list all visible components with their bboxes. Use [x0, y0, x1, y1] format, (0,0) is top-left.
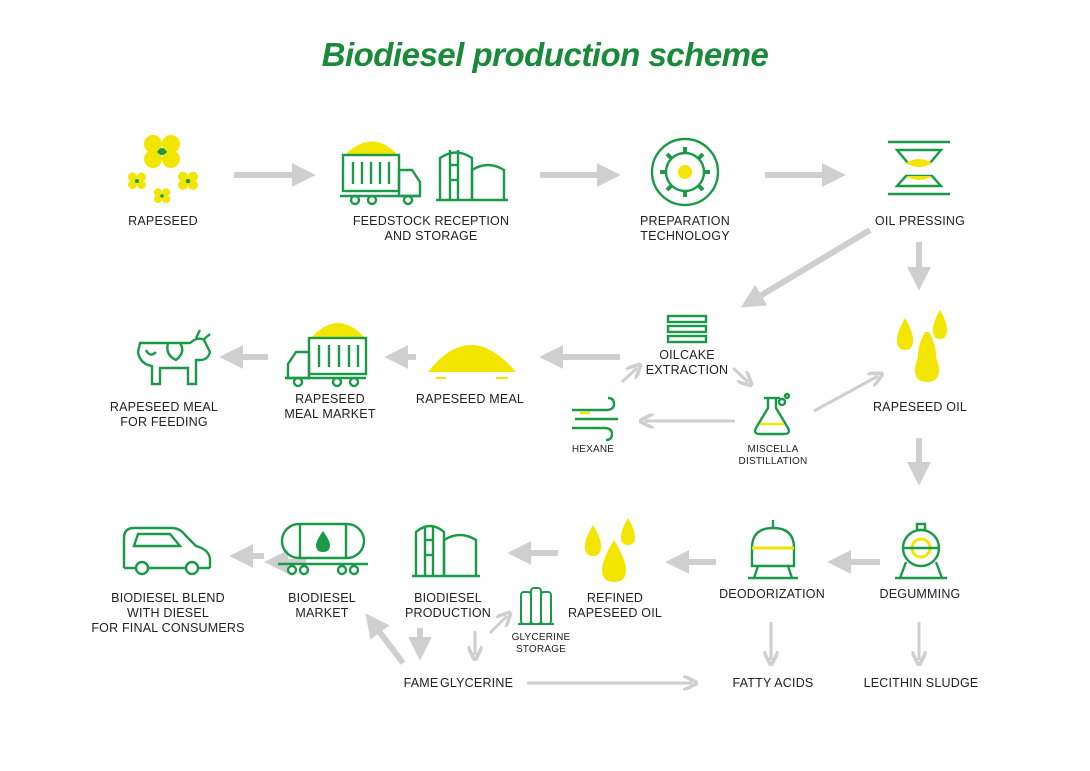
arrow-fame-to-market [365, 613, 406, 665]
label-rapeseed-meal: RAPESEED MEAL [415, 392, 525, 406]
label-oilcake-extraction: OILCAKE EXTRACTION [645, 348, 729, 377]
arrow-extraction-to-miscella [731, 366, 748, 382]
reactor-icon [748, 520, 798, 580]
label-rapeseed: RAPESEED [128, 214, 198, 228]
oil-drops-icon [897, 310, 947, 382]
label-meal-market: RAPESEED MEAL MARKET [284, 392, 376, 421]
label-deodorization: DEODORIZATION [719, 587, 825, 601]
page-title: Biodiesel production scheme [321, 36, 769, 73]
cow-icon [136, 329, 212, 386]
tank-wagon-icon [278, 522, 368, 576]
label-rapeseed-oil: RAPESEED OIL [872, 400, 968, 414]
glycerine-tanks-icon [518, 587, 554, 625]
label-lecithin-sludge: LECITHIN SLUDGE [863, 676, 979, 690]
arrow-miscella-to-oil [813, 376, 878, 413]
layers-icon [666, 314, 708, 344]
arrow-glycerine-to-storage [488, 616, 507, 635]
label-fame: FAME [403, 676, 439, 690]
label-glycerine: GLYCERINE [440, 676, 514, 690]
reactor-icon [412, 524, 480, 578]
silo-icon [436, 150, 508, 202]
arrow-pressing-to-extraction [740, 227, 872, 308]
car-icon [122, 526, 212, 576]
meal-pile-icon [428, 345, 516, 379]
flask-icon [753, 392, 791, 436]
label-glycerine-storage: GLYCERINE STORAGE [511, 632, 571, 655]
label-biodiesel-blend: BIODIESEL BLEND WITH DIESEL FOR FINAL CO… [91, 591, 245, 635]
label-miscella: MISCELLA DISTILLATION [738, 444, 808, 467]
label-meal-feeding: RAPESEED MEAL FOR FEEDING [109, 400, 219, 429]
degumming-icon [895, 522, 947, 580]
label-biodiesel-market: BIODIESEL MARKET [288, 591, 356, 620]
label-refined-oil: REFINED RAPESEED OIL [567, 591, 663, 620]
label-oil-pressing: OIL PRESSING [874, 214, 966, 228]
label-feedstock: FEEDSTOCK RECEPTION AND STORAGE [352, 214, 510, 243]
label-degumming: DEGUMMING [879, 587, 961, 601]
wind-icon [572, 396, 618, 442]
arrow-hexane-to-extraction [620, 368, 637, 384]
oil-drops-icon [585, 518, 635, 582]
label-preparation: PREPARATION TECHNOLOGY [640, 214, 730, 243]
truck-icon [285, 323, 368, 388]
oil-press-icon [888, 140, 950, 196]
label-biodiesel-production: BIODIESEL PRODUCTION [404, 591, 492, 620]
truck-icon [340, 141, 422, 206]
rapeseed-flower-icon [128, 135, 198, 204]
label-hexane: HEXANE [571, 444, 615, 455]
gear-icon [650, 137, 720, 207]
label-fatty-acids: FATTY ACIDS [732, 676, 814, 690]
